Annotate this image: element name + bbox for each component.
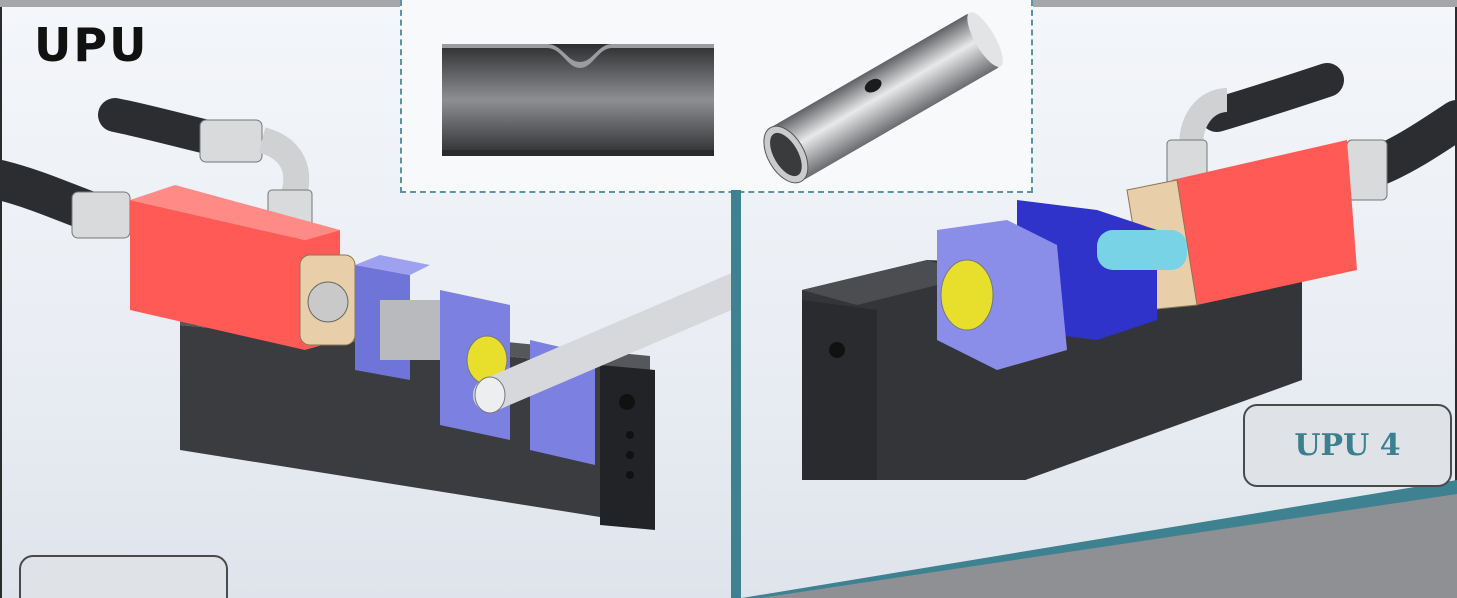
detail-inset: [400, 0, 1033, 193]
left-label-box: [19, 555, 228, 598]
tube-section-image: [442, 12, 1003, 184]
section-divider: [731, 190, 741, 598]
page-title: UPU: [34, 18, 149, 72]
model-badge-label: UPU 4: [1294, 428, 1401, 463]
frame-left-edge: [0, 7, 2, 598]
right-machine-render: [802, 63, 1457, 480]
model-badge: UPU 4: [1243, 404, 1452, 487]
tube-3d-image: [763, 12, 1003, 184]
left-machine-render: [0, 98, 735, 530]
frame-right-edge: [1455, 7, 1457, 598]
